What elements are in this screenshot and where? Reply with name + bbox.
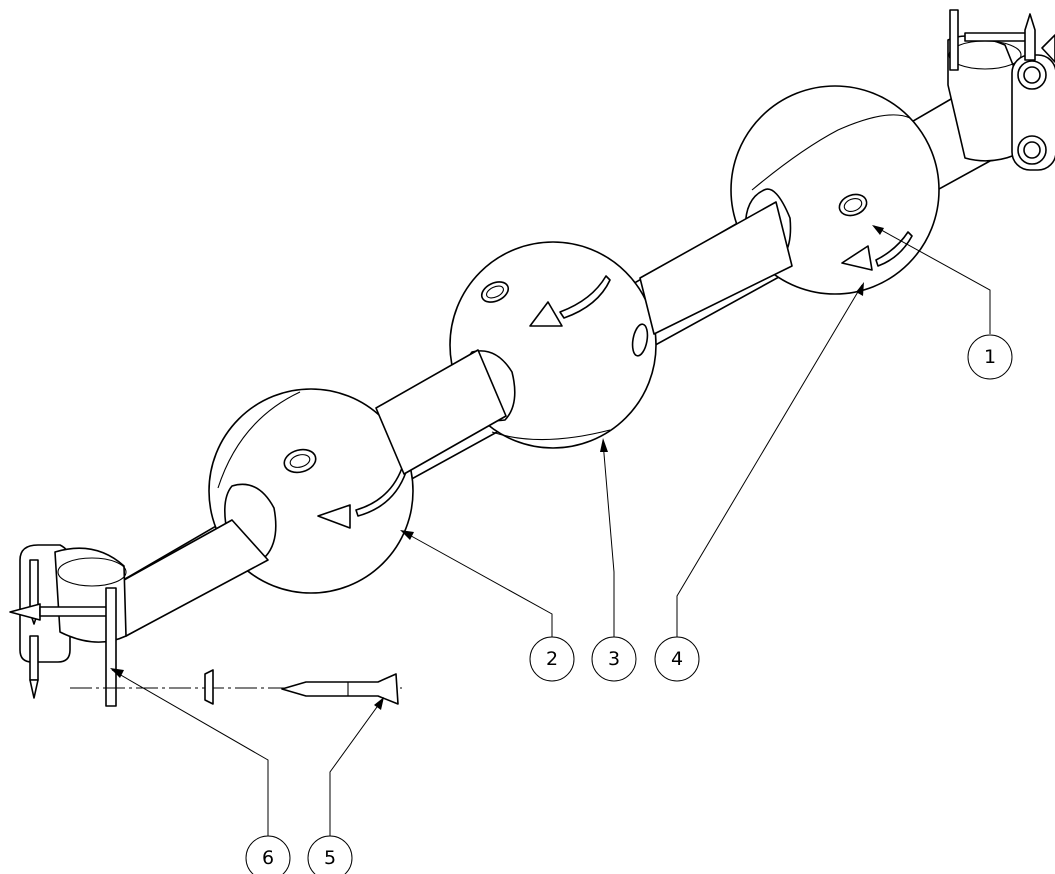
callout-6: 6 — [245, 835, 291, 874]
sphere-left — [208, 388, 414, 594]
callout-3: 3 — [591, 636, 637, 682]
left-clamp — [9, 544, 127, 707]
callout-6-label: 6 — [262, 847, 274, 869]
callout-5: 5 — [307, 835, 353, 874]
callout-2-label: 2 — [546, 648, 558, 670]
callout-3-label: 3 — [608, 648, 620, 670]
callout-4: 4 — [654, 636, 700, 682]
callout-4-label: 4 — [671, 648, 683, 670]
exploded-fasteners — [70, 669, 402, 705]
callout-2: 2 — [529, 636, 575, 682]
callout-1-label: 1 — [984, 346, 996, 368]
tube-segments — [105, 201, 793, 637]
leader-lines — [110, 225, 991, 836]
callout-1: 1 — [967, 334, 1013, 380]
callout-5-label: 5 — [324, 847, 336, 869]
right-clamp — [947, 9, 1055, 171]
